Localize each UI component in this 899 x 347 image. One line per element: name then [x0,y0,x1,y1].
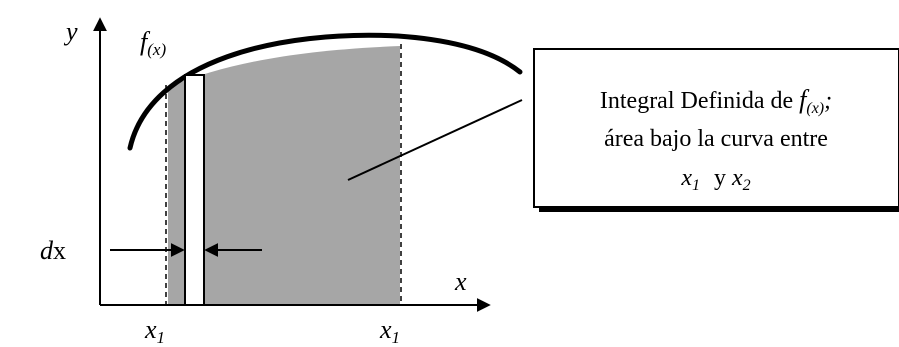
callout-line-1: Integral Definida de f(x); [600,85,832,117]
bound-left-label: x1 [144,315,165,347]
curve-fx [127,32,523,151]
callout-line-3-y: y [714,165,726,191]
fx-label-f: f [140,27,151,56]
callout-line-1-sub: (x) [806,100,824,117]
dx-label-d: d [40,236,54,265]
fx-label: f(x) [140,27,166,59]
callout-line-2: área bajo la curva entre [604,126,828,152]
fx-label-sub: (x) [147,40,166,59]
callout-line-3-x2: x [731,165,743,191]
dx-label-x: x [53,236,66,265]
shaded-area [168,46,400,305]
callout-line-3-x1-sub: 1 [692,177,700,194]
dx-label: dx [40,236,66,265]
bound-left-sub: 1 [157,328,166,347]
callout-line-3-x2-sub: 2 [743,177,751,194]
bound-left-x: x [144,315,157,344]
bound-right-label: x1 [379,315,400,347]
dx-strip [184,74,205,306]
y-axis-label: y [63,17,78,46]
callout-line-1-text: Integral Definida de [600,88,799,114]
callout-line-1-end: ; [824,88,832,114]
callout-leader-line [347,99,523,181]
callout-line-3-x1: x [680,165,692,191]
callout-box [533,48,899,208]
callout-line-1-f: f [799,85,810,114]
x-axis-label: x [454,267,467,296]
bound-right-sub: 1 [392,328,401,347]
bound-right-x: x [379,315,392,344]
